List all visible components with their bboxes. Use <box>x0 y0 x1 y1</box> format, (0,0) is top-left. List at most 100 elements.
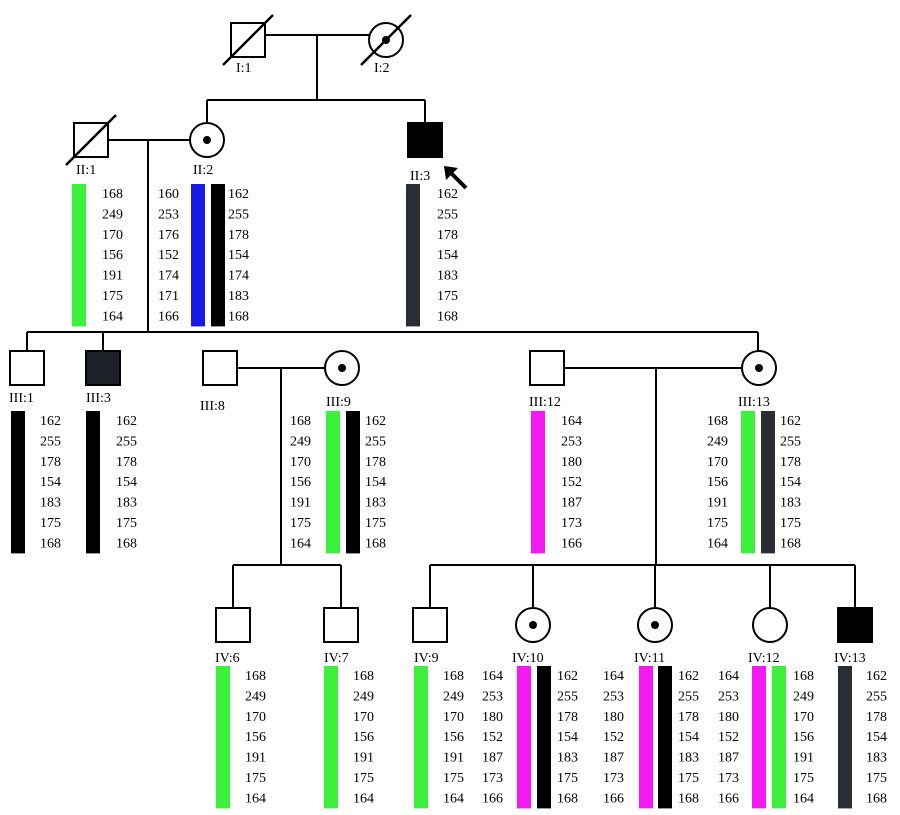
allele-iii-12-magenta-6: 166 <box>561 536 582 551</box>
allele-iv-10-magenta-2: 180 <box>482 710 503 725</box>
allele-iv-11-risk-2: 178 <box>678 710 699 725</box>
allele-iii-9-risk-4: 183 <box>365 496 386 511</box>
haplotype-bar-iii-13-green <box>741 411 755 554</box>
allele-ii-2-blue-5: 171 <box>158 289 179 304</box>
haplotype-bar-iv-7-green <box>324 666 338 809</box>
person-iv-9-square-icon <box>412 607 448 643</box>
pedigree-lines <box>26 34 856 608</box>
allele-iii-9-risk-5: 175 <box>365 516 386 531</box>
allele-ii-3-risk-3: 154 <box>437 248 458 263</box>
allele-iii-3-risk-3: 154 <box>116 475 137 490</box>
allele-iv-11-risk-0: 162 <box>678 669 699 684</box>
allele-ii-2-iip2_right-4: 174 <box>228 269 249 284</box>
allele-ii-2-blue-4: 174 <box>158 269 179 284</box>
allele-iv-9-green-0: 168 <box>443 669 464 684</box>
haplotype-bar-iii-1-black <box>11 411 25 554</box>
allele-iv-7-green-6: 164 <box>353 791 374 806</box>
allele-iv-10-risk-3: 154 <box>557 730 578 745</box>
allele-iii-12-magenta-1: 253 <box>561 434 582 449</box>
allele-iv-6-green-5: 175 <box>245 771 266 786</box>
allele-iv-13-risk-0: 162 <box>866 669 887 684</box>
allele-iv-13-risk-2: 178 <box>866 710 887 725</box>
allele-ii-1-green-2: 170 <box>102 228 123 243</box>
person-ii-1-square-icon <box>65 114 117 166</box>
allele-iv-12-green-6: 164 <box>793 791 814 806</box>
allele-iii-12-magenta-5: 173 <box>561 516 582 531</box>
allele-iii-12-magenta-3: 152 <box>561 475 582 490</box>
allele-ii-3-risk-0: 162 <box>437 187 458 202</box>
allele-iv-11-magenta-6: 166 <box>603 791 624 806</box>
allele-iv-10-magenta-0: 164 <box>482 669 503 684</box>
allele-iv-13-risk-4: 183 <box>866 751 887 766</box>
haplotype-bar-iii-3-black <box>86 411 100 554</box>
allele-iii-1-risk-1: 255 <box>40 434 61 449</box>
allele-iv-11-magenta-2: 180 <box>603 710 624 725</box>
person-i-2-circle-icon <box>360 14 412 66</box>
allele-iii-12-magenta-0: 164 <box>561 414 582 429</box>
allele-iv-12-green-4: 191 <box>793 751 814 766</box>
allele-ii-3-risk-1: 255 <box>437 207 458 222</box>
allele-iv-9-green-1: 249 <box>443 689 464 704</box>
allele-iv-13-risk-5: 175 <box>866 771 887 786</box>
allele-iii-12-magenta-4: 187 <box>561 496 582 511</box>
allele-iv-10-magenta-3: 152 <box>482 730 503 745</box>
allele-iv-12-magenta-4: 187 <box>718 751 739 766</box>
allele-iii-9-green-3: 156 <box>290 475 311 490</box>
person-iii-12-square-icon <box>529 350 565 386</box>
label-iv-12: IV:12 <box>748 651 780 666</box>
allele-iii-13-risk-1: 255 <box>780 434 801 449</box>
haplotype-bar-iv-9-green <box>414 666 428 809</box>
label-iii-9: III:9 <box>326 395 351 410</box>
allele-iv-12-magenta-1: 253 <box>718 689 739 704</box>
person-iv-6-square-icon <box>215 607 251 643</box>
allele-iv-11-magenta-3: 152 <box>603 730 624 745</box>
allele-ii-2-blue-2: 176 <box>158 228 179 243</box>
allele-iii-1-risk-3: 154 <box>40 475 61 490</box>
allele-iv-10-magenta-5: 173 <box>482 771 503 786</box>
allele-ii-2-iip2_right-2: 178 <box>228 228 249 243</box>
label-ii-1: II:1 <box>76 163 96 178</box>
haplotype-bar-ii-2-blue <box>191 184 205 327</box>
person-iii-8-square-icon <box>202 350 238 386</box>
haplotype-bars <box>11 184 852 809</box>
allele-iv-6-green-4: 191 <box>245 751 266 766</box>
allele-iv-9-green-4: 191 <box>443 751 464 766</box>
allele-iii-13-risk-0: 162 <box>780 414 801 429</box>
allele-iii-13-green-0: 168 <box>707 414 728 429</box>
label-iv-13: IV:13 <box>834 651 866 666</box>
allele-ii-2-blue-1: 253 <box>158 207 179 222</box>
haplotype-bar-iii-9-green <box>326 411 340 554</box>
allele-iii-9-risk-2: 178 <box>365 455 386 470</box>
allele-iv-9-green-6: 164 <box>443 791 464 806</box>
allele-ii-1-green-1: 249 <box>102 207 123 222</box>
pedigree-symbols <box>9 14 873 643</box>
allele-iv-9-green-2: 170 <box>443 710 464 725</box>
allele-iv-12-magenta-5: 173 <box>718 771 739 786</box>
haplotype-bar-iv-10-magenta <box>517 666 531 809</box>
label-iii-13: III:13 <box>738 395 770 410</box>
allele-iv-12-magenta-6: 166 <box>718 791 739 806</box>
allele-iii-13-green-1: 249 <box>707 434 728 449</box>
allele-iv-11-magenta-0: 164 <box>603 669 624 684</box>
label-iv-11: IV:11 <box>634 651 665 666</box>
allele-iii-13-risk-4: 183 <box>780 496 801 511</box>
label-ii-3: II:3 <box>410 169 430 184</box>
allele-iii-9-green-4: 191 <box>290 496 311 511</box>
allele-iii-13-green-6: 164 <box>707 536 728 551</box>
allele-iii-1-risk-4: 183 <box>40 496 61 511</box>
allele-ii-2-blue-3: 152 <box>158 248 179 263</box>
allele-iv-10-risk-6: 168 <box>557 791 578 806</box>
haplotype-bar-ii-1-green <box>72 184 86 327</box>
allele-iv-13-risk-3: 154 <box>866 730 887 745</box>
label-iii-1: III:1 <box>9 391 34 406</box>
allele-iv-11-risk-5: 175 <box>678 771 699 786</box>
allele-ii-3-risk-4: 183 <box>437 269 458 284</box>
allele-iii-13-green-4: 191 <box>707 496 728 511</box>
allele-iii-1-risk-6: 168 <box>40 536 61 551</box>
allele-iii-3-risk-2: 178 <box>116 455 137 470</box>
allele-iv-6-green-0: 168 <box>245 669 266 684</box>
allele-iii-3-risk-1: 255 <box>116 434 137 449</box>
allele-iv-9-green-5: 175 <box>443 771 464 786</box>
allele-ii-1-green-5: 175 <box>102 289 123 304</box>
haplotype-bar-iv-12-magenta <box>752 666 766 809</box>
